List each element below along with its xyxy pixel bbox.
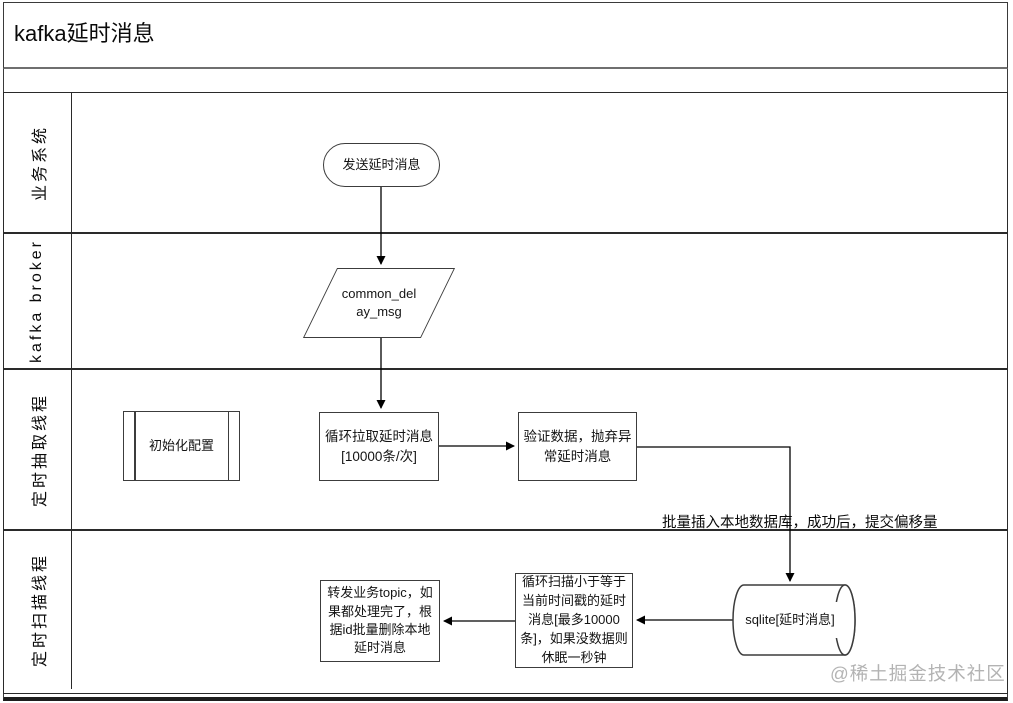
lane-extract-thread: 定时抽取线程 xyxy=(4,370,1007,531)
node-loop-pull-messages: 循环拉取延时消息[10000条/次] xyxy=(319,412,439,481)
lane-label-cell: kafka broker xyxy=(4,234,72,368)
lane-label: 定时抽取线程 xyxy=(31,392,49,507)
node-send-delay-message: 发送延时消息 xyxy=(323,143,440,187)
node-forward-business-topic: 转发业务topic，如果都处理完了，根据id批量删除本地延时消息 xyxy=(320,580,440,662)
node-label: 循环拉取延时消息[10000条/次] xyxy=(325,429,433,464)
lane-label: 定时扫描线程 xyxy=(31,552,49,668)
lane-label-cell: 定时抽取线程 xyxy=(4,370,72,529)
node-sqlite-db-label: sqlite[延时消息] xyxy=(740,602,840,638)
node-verify-data: 验证数据，抛弃异常延时消息 xyxy=(518,412,637,481)
lane-scan-thread: 定时扫描线程 xyxy=(4,531,1007,689)
lane-label-cell: 定时扫描线程 xyxy=(4,531,72,689)
node-label: 验证数据，抛弃异常延时消息 xyxy=(523,429,632,464)
node-label: 转发业务topic，如果都处理完了，根据id批量删除本地延时消息 xyxy=(327,585,433,656)
swimlane-table: 业务系统 kafka broker 定时抽取线程 定时扫描线程 xyxy=(3,92,1008,694)
lane-label: kafka broker xyxy=(28,238,46,364)
edge-label-batch-insert: 批量插入本地数据库，成功后，提交偏移量 xyxy=(662,515,938,531)
node-label: 发送延时消息 xyxy=(342,156,421,172)
predefined-process-bar xyxy=(227,412,229,480)
title-band: kafka延时消息 xyxy=(3,2,1008,69)
node-label: 循环扫描小于等于当前时间戳的延时消息[最多10000条]，如果没数据则休眠一秒钟 xyxy=(520,574,628,665)
node-loop-scan-messages: 循环扫描小于等于当前时间戳的延时消息[最多10000条]，如果没数据则休眠一秒钟 xyxy=(515,573,633,668)
predefined-process-bar xyxy=(134,412,136,480)
lane-body xyxy=(72,93,1007,232)
watermark-juejin-community: @稀土掘金技术社区 xyxy=(830,663,1006,684)
lane-body xyxy=(72,234,1007,368)
node-label: common_del ay_msg xyxy=(341,285,417,319)
node-label: 初始化配置 xyxy=(148,437,214,453)
lane-business-system: 业务系统 xyxy=(4,93,1007,234)
page-title: kafka延时消息 xyxy=(14,21,155,46)
lane-kafka-broker: kafka broker xyxy=(4,234,1007,370)
lane-label: 业务系统 xyxy=(31,124,49,201)
node-label: sqlite[延时消息] xyxy=(745,611,835,627)
lane-label-cell: 业务系统 xyxy=(4,93,72,232)
node-init-config: 初始化配置 xyxy=(123,411,240,481)
